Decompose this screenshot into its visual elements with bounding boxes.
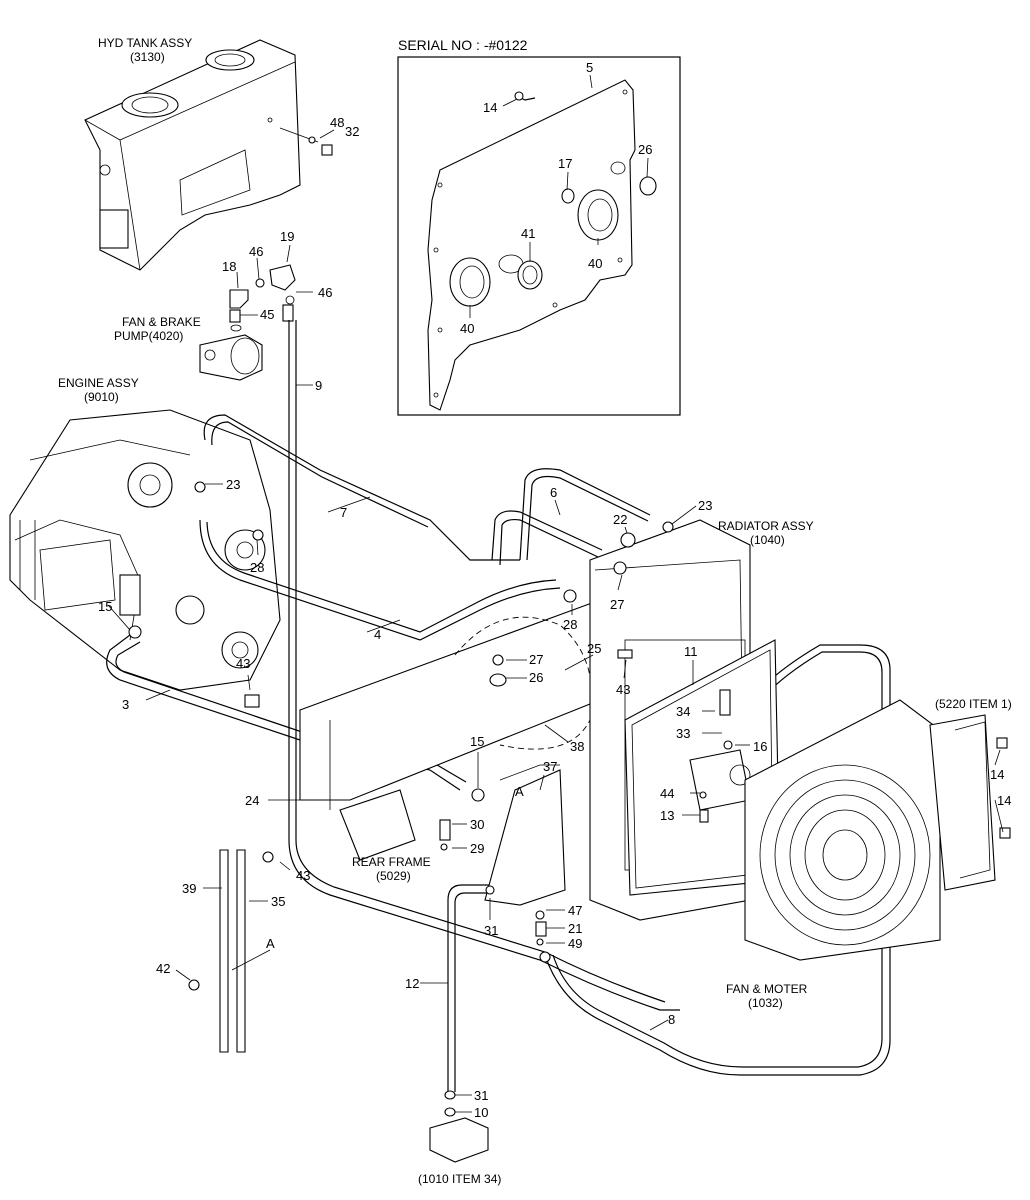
callout: 44 xyxy=(660,786,674,801)
rear-frame-label: REAR FRAME xyxy=(352,855,431,869)
radiator-code: (1040) xyxy=(750,533,785,547)
fittings xyxy=(128,481,1011,963)
callout: 40 xyxy=(588,256,602,271)
pump-label-2: PUMP(4020) xyxy=(114,329,183,343)
hose-routing xyxy=(106,320,891,1092)
callout: 34 xyxy=(676,704,690,719)
callout: 43 xyxy=(236,656,250,671)
cover-plate xyxy=(427,79,636,411)
callout: 45 xyxy=(260,307,274,322)
callout: A xyxy=(515,784,524,799)
callout: 47 xyxy=(568,903,582,918)
callout: 15 xyxy=(98,599,112,614)
callout: 15 xyxy=(470,734,484,749)
callout: 31 xyxy=(484,923,498,938)
callout: 48 xyxy=(330,115,344,130)
callout: 46 xyxy=(249,244,263,259)
callout: 37 xyxy=(543,759,557,774)
seal-strips xyxy=(188,849,274,1053)
callout: 16 xyxy=(753,739,767,754)
item-ref-label: (5220 ITEM 1) xyxy=(935,697,1012,711)
hyd-tank-assy xyxy=(84,39,333,271)
callout: 14 xyxy=(483,100,497,115)
engine-label: ENGINE ASSY xyxy=(58,376,139,390)
callout: 41 xyxy=(521,226,535,241)
engine-assy xyxy=(9,409,281,691)
callout: 46 xyxy=(318,285,332,300)
callout: 13 xyxy=(660,808,674,823)
callout: 40 xyxy=(460,321,474,336)
callout: 28 xyxy=(250,560,264,575)
callout: 25 xyxy=(587,641,601,656)
callout: 43 xyxy=(296,868,310,883)
callout: 12 xyxy=(405,976,419,991)
callout: A xyxy=(266,936,275,951)
callout: 8 xyxy=(668,1012,675,1027)
hyd-tank-code: (3130) xyxy=(130,50,165,64)
callout: 49 xyxy=(568,936,582,951)
callout: 38 xyxy=(570,739,584,754)
rear-frame-code: (5029) xyxy=(376,869,411,883)
callout: 33 xyxy=(676,726,690,741)
callout: 14 xyxy=(997,793,1011,808)
callout: 7 xyxy=(340,505,347,520)
callout: 31 xyxy=(474,1088,488,1103)
callout: 30 xyxy=(470,817,484,832)
hyd-tank-label: HYD TANK ASSY xyxy=(98,36,192,50)
callout: 22 xyxy=(613,512,627,527)
callout: 43 xyxy=(616,682,630,697)
callout: 28 xyxy=(563,617,577,632)
callout: 24 xyxy=(245,793,259,808)
callout-numbers: 48 32 19 18 46 46 45 9 5 14 17 26 41 40 … xyxy=(98,60,1011,1120)
callout: 23 xyxy=(226,477,240,492)
callout: 35 xyxy=(271,894,285,909)
callout: 14 xyxy=(990,767,1004,782)
callout: 19 xyxy=(280,229,294,244)
callout: 27 xyxy=(529,652,543,667)
serial-detail-box: SERIAL NO : -#0122 xyxy=(397,37,681,416)
callout: 6 xyxy=(550,485,557,500)
callout: 11 xyxy=(684,644,698,659)
engine-code: (9010) xyxy=(84,390,119,404)
callout: 26 xyxy=(638,142,652,157)
pump-label-1: FAN & BRAKE xyxy=(122,315,201,329)
callout: 10 xyxy=(474,1105,488,1120)
fan-motor-code: (1032) xyxy=(748,996,783,1010)
callout: 26 xyxy=(529,670,543,685)
bottom-ref-label: (1010 ITEM 34) xyxy=(418,1172,501,1186)
callout: 3 xyxy=(122,697,129,712)
callout: 9 xyxy=(315,378,322,393)
callout: 5 xyxy=(586,60,593,75)
fan-motor xyxy=(744,699,996,961)
callout: 17 xyxy=(558,156,572,171)
callout: 21 xyxy=(568,921,582,936)
leader-lines xyxy=(107,129,1004,1113)
radiator-label: RADIATOR ASSY xyxy=(718,519,814,533)
fan-motor-label: FAN & MOTER xyxy=(726,982,808,996)
fan-brake-pump xyxy=(199,264,296,381)
callout: 4 xyxy=(374,627,381,642)
callout: 42 xyxy=(156,961,170,976)
callout: 39 xyxy=(182,881,196,896)
callout: 18 xyxy=(222,259,236,274)
callout: 23 xyxy=(698,498,712,513)
frame-bracket xyxy=(299,599,601,906)
serial-number-label: SERIAL NO : -#0122 xyxy=(398,37,528,53)
bottom-block xyxy=(429,1090,489,1163)
callout: 27 xyxy=(610,597,624,612)
callout: 29 xyxy=(470,841,484,856)
assembly-labels: HYD TANK ASSY (3130) FAN & BRAKE PUMP(40… xyxy=(58,36,1012,1186)
callout: 32 xyxy=(345,124,359,139)
